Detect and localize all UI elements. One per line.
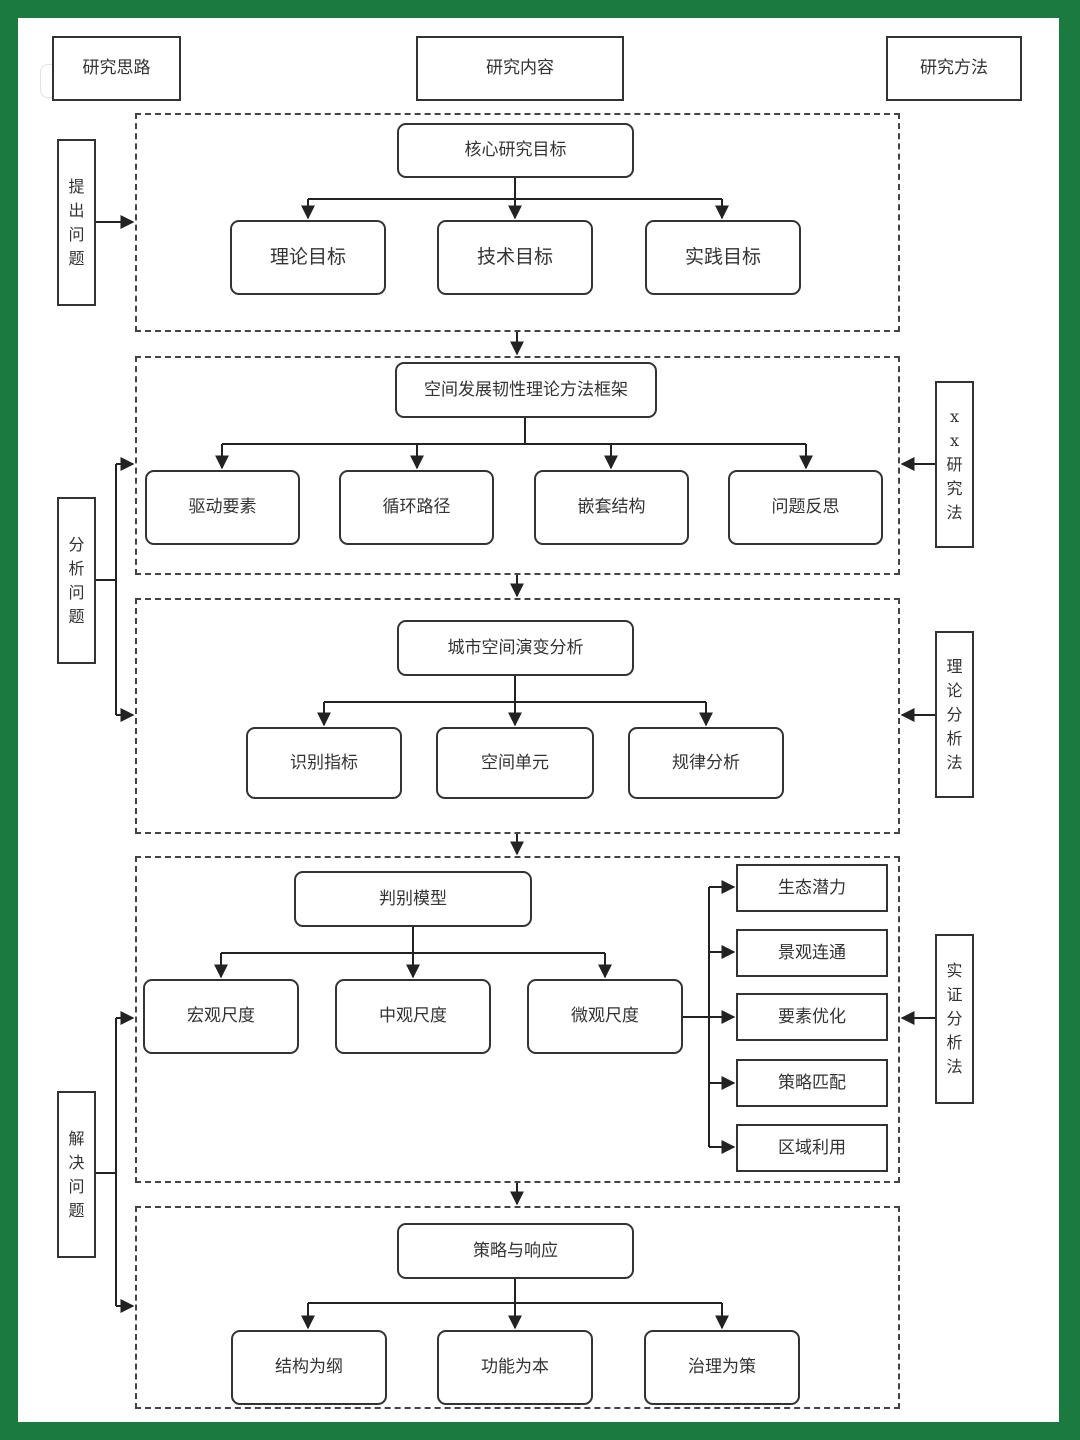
stage-raise-problem: 提出问题: [57, 139, 96, 306]
section-3-title: 城市空间演变分析: [397, 620, 634, 676]
stage-analyze-problem: 分析问题: [57, 497, 96, 664]
section-4-item: 微观尺度: [527, 979, 683, 1054]
section-4-item: 中观尺度: [335, 979, 491, 1054]
section-4-title: 判别模型: [294, 871, 532, 927]
section-1-item: 理论目标: [230, 220, 386, 295]
header-content: 研究内容: [416, 36, 624, 101]
section-5-item: 结构为纲: [231, 1330, 387, 1405]
section-1-item: 技术目标: [437, 220, 593, 295]
section-4-side-item: 景观连通: [736, 929, 888, 977]
section-1-container: [135, 113, 900, 332]
method-empirical-analysis: 实证分析法: [935, 934, 974, 1104]
section-2-title: 空间发展韧性理论方法框架: [395, 362, 657, 418]
section-2-item: 驱动要素: [145, 470, 300, 545]
section-4-item: 宏观尺度: [143, 979, 299, 1054]
header-approach: 研究思路: [52, 36, 181, 101]
section-4-side-item: 区域利用: [736, 1124, 888, 1172]
section-3-item: 识别指标: [246, 727, 402, 799]
section-3-container: [135, 598, 900, 834]
section-4-side-item: 生态潜力: [736, 864, 888, 912]
section-3-item: 空间单元: [436, 727, 594, 799]
section-3-item: 规律分析: [628, 727, 784, 799]
method-theory-analysis: 理论分析法: [935, 631, 974, 798]
section-5-item: 功能为本: [437, 1330, 593, 1405]
section-2-item: 嵌套结构: [534, 470, 689, 545]
section-5-item: 治理为策: [644, 1330, 800, 1405]
section-1-title: 核心研究目标: [397, 123, 634, 178]
section-2-container: [135, 356, 900, 575]
section-5-title: 策略与响应: [397, 1223, 634, 1279]
section-4-container: [135, 856, 900, 1183]
section-2-item: 问题反思: [728, 470, 883, 545]
section-4-side-item: 策略匹配: [736, 1059, 888, 1107]
section-5-container: [135, 1206, 900, 1409]
header-methods: 研究方法: [886, 36, 1022, 101]
section-2-item: 循环路径: [339, 470, 494, 545]
stage-solve-problem: 解决问题: [57, 1091, 96, 1258]
section-4-side-item: 要素优化: [736, 993, 888, 1041]
section-1-item: 实践目标: [645, 220, 801, 295]
